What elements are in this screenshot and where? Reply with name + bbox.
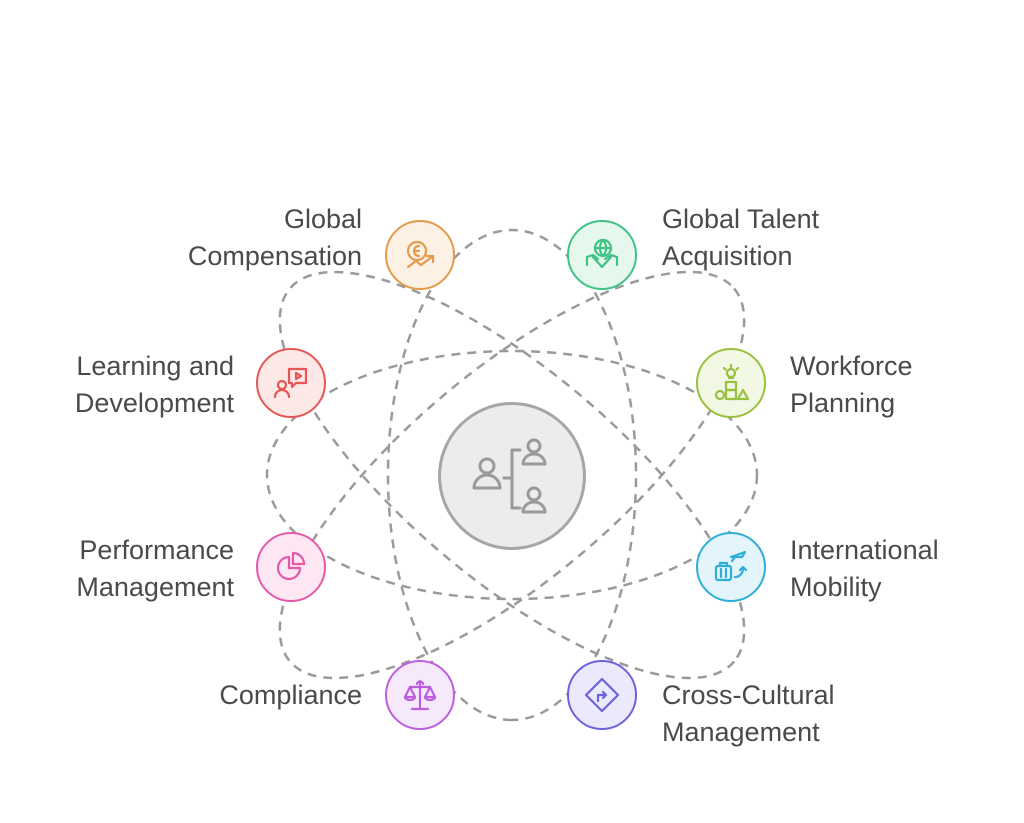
node-international-mobility[interactable] [696, 532, 766, 602]
road-sign-icon [584, 677, 620, 713]
node-performance-management[interactable] [256, 532, 326, 602]
pie-chart-icon [276, 551, 306, 581]
node-global-compensation[interactable] [385, 220, 455, 290]
label-international-mobility: International Mobility [790, 535, 939, 602]
label-learning-development: Learning and Development [74, 351, 234, 418]
label-workforce-planning: Workforce Planning [790, 351, 913, 418]
coin-growth-icon [406, 240, 435, 269]
orbit-vertical [386, 228, 638, 722]
node-workforce-planning[interactable] [696, 348, 766, 418]
shapes-lightbulb-icon [714, 363, 750, 401]
label-cross-cultural-management: Cross-Cultural Management [662, 680, 835, 747]
team-hierarchy-icon [472, 438, 547, 514]
globe-handshake-icon [585, 238, 619, 269]
label-performance-management: Performance Management [76, 535, 234, 602]
balance-scale-icon [403, 679, 437, 711]
node-cross-cultural-management[interactable] [567, 660, 637, 730]
node-global-talent-acquisition[interactable] [567, 220, 637, 290]
orbit-diagonal-b [278, 270, 746, 680]
video-lesson-icon [273, 367, 308, 399]
node-compliance[interactable] [385, 660, 455, 730]
label-global-compensation: Global Compensation [187, 204, 362, 271]
luggage-plane-icon [714, 550, 748, 582]
label-compliance: Compliance [219, 680, 362, 710]
node-learning-development[interactable] [256, 348, 326, 418]
orbit-horizontal-a [265, 349, 759, 601]
center-hub [438, 402, 586, 550]
label-global-talent-acquisition: Global Talent Acquisition [662, 204, 820, 271]
